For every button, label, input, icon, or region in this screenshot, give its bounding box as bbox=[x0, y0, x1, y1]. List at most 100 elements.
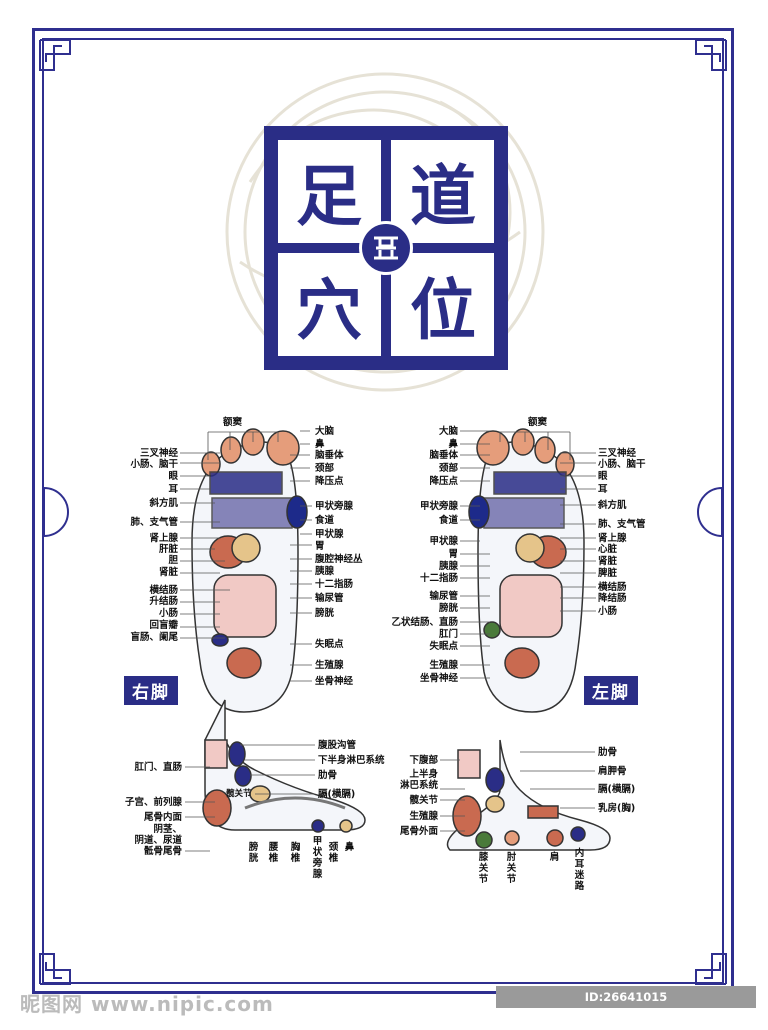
footer-id-stamp: ID:26641015 NO:20240401143730984108 bbox=[496, 986, 756, 1026]
left-foot-sole bbox=[468, 428, 585, 713]
lf-label: 输尿管 bbox=[429, 591, 458, 602]
lf-label: 降压点 bbox=[429, 476, 458, 487]
outer-bottom-label: 肘关节 bbox=[506, 852, 517, 885]
outer-label: 上半身 bbox=[409, 769, 438, 780]
rf-label: 输尿管 bbox=[315, 593, 344, 604]
outer-bottom-label: 肩 bbox=[549, 852, 560, 863]
rf-label: 十二指肠 bbox=[315, 579, 354, 590]
lf-label: 甲状腺 bbox=[429, 536, 458, 547]
rf-label: 小肠、脑干 bbox=[130, 459, 178, 470]
lf-label: 小肠、脑干 bbox=[598, 459, 646, 470]
lf-label: 大脑 bbox=[438, 426, 458, 437]
rf-label: 坐骨神经 bbox=[315, 676, 354, 687]
outer-bottom-label: 内耳迷路 bbox=[574, 848, 585, 892]
lf-label: 胰腺 bbox=[438, 561, 458, 572]
outer-label: 下腹部 bbox=[409, 755, 438, 766]
outer-label: 淋巴系统 bbox=[399, 780, 438, 791]
lf-label: 坐骨神经 bbox=[419, 673, 458, 684]
rf-label: 降压点 bbox=[315, 476, 344, 487]
shou-seal-icon bbox=[359, 221, 413, 275]
inner-label: 腹股沟管 bbox=[318, 740, 357, 751]
rf-label: 腹腔神经丛 bbox=[315, 554, 363, 565]
lf-label: 心脏 bbox=[598, 544, 618, 555]
right-foot-sole bbox=[191, 428, 308, 713]
inner-label: 下半身淋巴系统 bbox=[318, 755, 385, 766]
rf-label: 肝脏 bbox=[158, 544, 178, 555]
lf-label: 耳 bbox=[598, 484, 608, 495]
inner-bottom-label: 鼻 bbox=[344, 842, 355, 853]
lf-label: 斜方肌 bbox=[598, 500, 627, 511]
rf-label: 肾上腺 bbox=[149, 533, 178, 544]
rf-label: 食道 bbox=[315, 515, 335, 526]
corner-ornament-tr bbox=[695, 39, 726, 55]
rf-label: 横结肠 bbox=[149, 585, 178, 596]
rf-label: 肺、支气管 bbox=[130, 517, 178, 528]
rf-label: 胃 bbox=[315, 541, 325, 552]
side-notch-right bbox=[697, 486, 723, 538]
inner-bottom-label: 胸椎 bbox=[290, 842, 301, 864]
rf-label: 三叉神经 bbox=[139, 448, 178, 459]
rf-label: 盲肠、阑尾 bbox=[130, 632, 178, 643]
lf-label: 鼻 bbox=[448, 439, 458, 450]
lf-label: 乙状结肠、直肠 bbox=[391, 617, 458, 628]
rf-label: 膀胱 bbox=[315, 608, 335, 619]
title-char-4: 位 bbox=[410, 271, 476, 349]
lf-label: 小肠 bbox=[598, 606, 618, 617]
rf-label: 鼻 bbox=[315, 439, 325, 450]
inner-label: 肛门、直肠 bbox=[134, 762, 182, 773]
title-char-1: 足 bbox=[296, 157, 362, 235]
title-char-2: 道 bbox=[410, 157, 476, 235]
inner-label: 肋骨 bbox=[318, 770, 338, 781]
rf-label: 甲状旁腺 bbox=[315, 501, 354, 512]
lf-label: 肾脏 bbox=[598, 556, 618, 567]
rf-label: 肾脏 bbox=[158, 567, 178, 578]
side-notch-left bbox=[43, 486, 69, 538]
lf-label: 降结肠 bbox=[598, 593, 627, 604]
lf-label: 甲状旁腺 bbox=[419, 501, 458, 512]
lf-label: 横结肠 bbox=[598, 582, 627, 593]
inner-bottom-label: 颈椎 bbox=[328, 842, 339, 864]
lf-label: 生殖腺 bbox=[429, 660, 458, 671]
inner-label: 骶骨尾骨 bbox=[143, 846, 182, 857]
rf-label: 胆 bbox=[168, 555, 178, 566]
inner-bottom-label: 膀胱 bbox=[248, 842, 259, 864]
lf-label: 眼 bbox=[598, 471, 608, 482]
rf-label: 耳 bbox=[168, 484, 178, 495]
right-foot-badge: 右脚 bbox=[124, 676, 178, 705]
outer-label: 膈(横膈) bbox=[598, 784, 636, 795]
inner-bottom-label: 甲状旁腺 bbox=[312, 836, 323, 880]
rf-label: 回盲瓣 bbox=[149, 620, 178, 631]
rf-label: 甲状腺 bbox=[315, 529, 344, 540]
inner-label: 尾骨内面 bbox=[143, 812, 182, 823]
lf-label: 肛门 bbox=[438, 629, 458, 640]
lf-label: 膀胱 bbox=[438, 603, 458, 614]
rf-label: 颈部 bbox=[315, 463, 335, 474]
rf-label: 小肠 bbox=[158, 608, 178, 619]
rf-label: 生殖腺 bbox=[315, 660, 344, 671]
corner-ornament-bl bbox=[40, 969, 71, 985]
outer-label: 肩胛骨 bbox=[598, 766, 627, 777]
lf-label: 肾上腺 bbox=[598, 533, 627, 544]
inner-label-hip: 髋关节 bbox=[226, 789, 252, 799]
lf-label: 失眠点 bbox=[429, 641, 458, 652]
rf-label: 升结肠 bbox=[149, 596, 178, 607]
left-foot-badge: 左脚 bbox=[584, 676, 638, 705]
corner-ornament-tl bbox=[40, 39, 71, 55]
title-char-3: 穴 bbox=[296, 271, 362, 349]
lf-label: 食道 bbox=[438, 515, 458, 526]
rf-label: 额窦 bbox=[223, 417, 243, 428]
inner-label: 阴道、尿道 bbox=[134, 835, 182, 846]
inner-label: 阴茎、 bbox=[153, 824, 182, 835]
inner-label: 膈(横膈) bbox=[318, 789, 356, 800]
lf-label: 颈部 bbox=[438, 463, 458, 474]
inner-label: 子宫、前列腺 bbox=[124, 797, 182, 808]
lf-label: 脾脏 bbox=[598, 568, 618, 579]
rf-label: 脑垂体 bbox=[315, 450, 344, 461]
inner-side-foot bbox=[202, 699, 366, 833]
lf-label: 三叉神经 bbox=[598, 448, 637, 459]
title-block: 足 道 穴 位 bbox=[264, 126, 508, 370]
rf-label: 眼 bbox=[168, 471, 178, 482]
outer-label: 生殖腺 bbox=[409, 811, 438, 822]
outer-bottom-label: 膝关节 bbox=[478, 852, 489, 885]
